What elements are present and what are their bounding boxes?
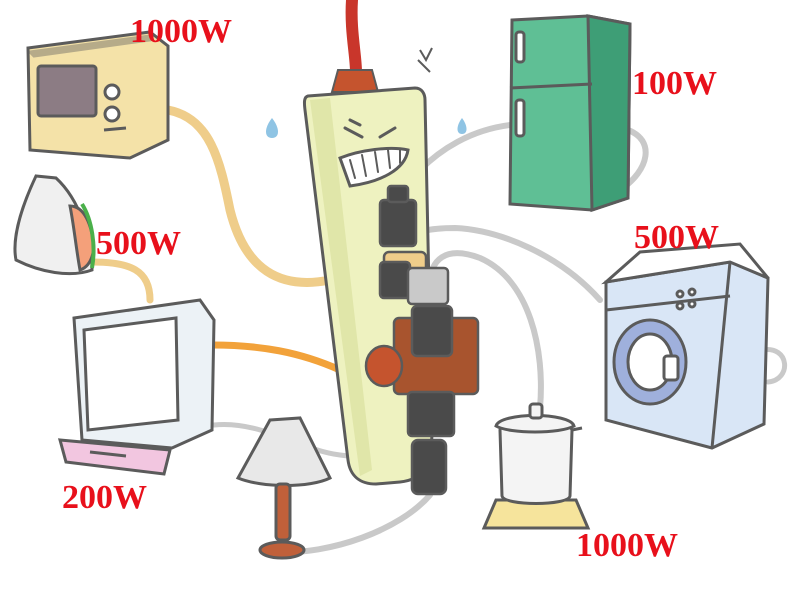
plug-stack: [364, 184, 480, 496]
microwave-icon: [26, 30, 170, 160]
refrigerator-icon: [508, 14, 632, 213]
power-labels: 1000W 100W 500W 500W 200W 1000W: [62, 13, 719, 564]
television-icon: [57, 298, 216, 476]
strip-top-plug: [330, 69, 380, 93]
pressure-cooker-icon: [481, 402, 591, 530]
tv-power-label: 200W: [62, 479, 147, 516]
fridge-power-label: 100W: [632, 65, 717, 102]
iron-icon: [13, 174, 96, 276]
cooker-cord: [427, 250, 544, 411]
angry-face: [338, 118, 410, 188]
cooker-power-label: 1000W: [576, 527, 678, 564]
stress-mark: [417, 47, 433, 73]
washer-power-label: 500W: [634, 219, 719, 256]
lamp-icon: [235, 416, 333, 560]
sweat-drop-right: [457, 118, 467, 134]
sweat-drop-left: [266, 118, 278, 138]
main-cord: [345, 0, 362, 78]
washing-machine-icon: [601, 242, 770, 450]
microwave-power-label: 1000W: [130, 13, 232, 50]
washer-cord-tail: [759, 347, 787, 385]
iron-power-label: 500W: [96, 225, 181, 262]
iron-cord: [88, 258, 154, 304]
